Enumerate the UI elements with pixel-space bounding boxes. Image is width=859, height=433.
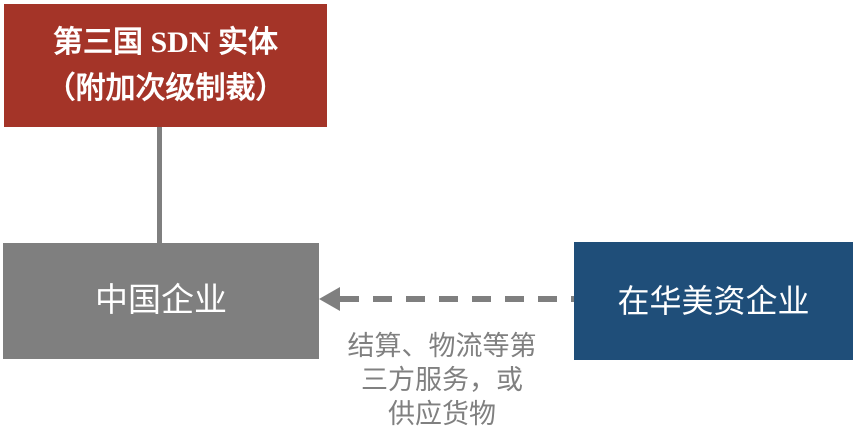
node-us-company: 在华美资企业 (574, 242, 853, 360)
dashed-arrow-left-icon (319, 287, 574, 311)
arrow-caption-line3: 供应货物 (388, 399, 496, 429)
arrow-caption: 结算、物流等第 三方服务，或 供应货物 (322, 329, 562, 431)
node-us-company-label: 在华美资企业 (617, 283, 810, 319)
node-chinese-company: 中国企业 (3, 243, 319, 359)
arrow-caption-line2: 三方服务，或 (361, 365, 523, 395)
node-chinese-company-label: 中国企业 (95, 283, 227, 319)
connector-line-sdn-to-chinese (157, 127, 162, 244)
node-sdn-entity-line1: 第三国 SDN 实体 (52, 25, 278, 59)
node-sdn-entity: 第三国 SDN 实体 （附加次级制裁） (4, 4, 327, 127)
node-sdn-entity-line2: （附加次级制裁） (45, 71, 286, 105)
arrow-caption-line1: 结算、物流等第 (347, 331, 537, 361)
arrowhead-left-icon (319, 287, 340, 311)
